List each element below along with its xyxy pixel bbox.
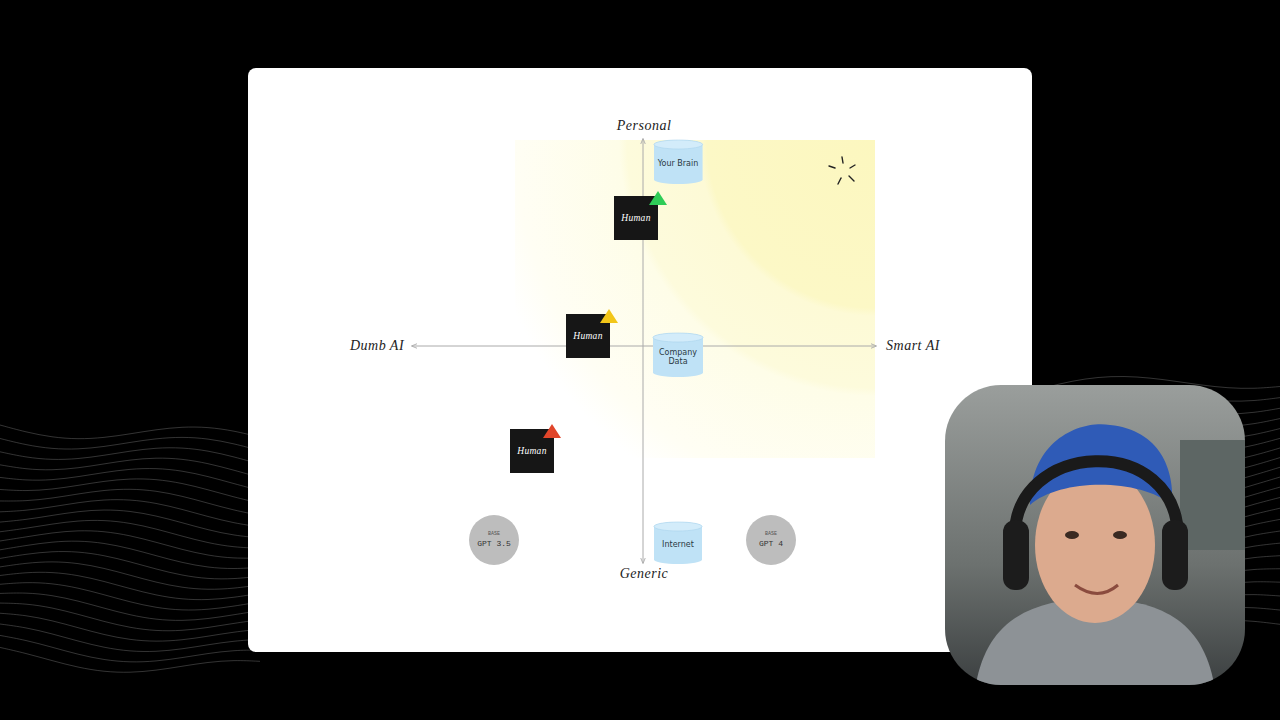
wave-line xyxy=(0,562,260,589)
wave-line xyxy=(0,635,260,661)
model-label: GPT 4 xyxy=(759,539,783,548)
wave-line xyxy=(0,458,260,477)
wave-line xyxy=(0,603,260,631)
database-cylinder: Internet xyxy=(654,522,702,564)
sparkle xyxy=(829,157,855,184)
axis-label: Smart AI xyxy=(886,338,940,354)
horizontal-axis xyxy=(412,346,876,347)
model-circle: BASEGPT 4 xyxy=(746,515,796,565)
eye xyxy=(1065,531,1079,539)
cylinder-body xyxy=(654,522,702,564)
cylinder-top xyxy=(654,140,703,149)
node-label: Human xyxy=(621,213,650,224)
status-triangle xyxy=(600,309,618,323)
human-fill xyxy=(614,196,658,240)
wave-line xyxy=(0,500,260,527)
mouth xyxy=(1075,585,1118,593)
wave-line xyxy=(0,541,260,568)
axis-label: Dumb AI xyxy=(350,338,404,354)
human-box: Human xyxy=(566,314,610,358)
headphone-cup xyxy=(1003,520,1029,590)
wave-line xyxy=(0,572,260,599)
wave-line xyxy=(0,647,260,672)
headphone-band xyxy=(1015,461,1178,540)
node-label: Company Data xyxy=(656,348,700,366)
webcam-shelf xyxy=(1180,440,1245,550)
highlight-glow xyxy=(515,140,875,458)
eye xyxy=(1113,531,1127,539)
node-label: Your Brain xyxy=(658,159,699,168)
model-label: BASE xyxy=(488,532,500,538)
wave-line xyxy=(0,469,260,491)
database-cylinder: Your Brain xyxy=(654,140,703,184)
wave-line xyxy=(0,531,260,558)
human-box: Human xyxy=(614,196,658,240)
database-cylinder: Company Data xyxy=(653,333,703,377)
webcam-overlay xyxy=(945,385,1245,685)
human-fill xyxy=(566,314,610,358)
circle-fill xyxy=(746,515,796,565)
headphone-cup xyxy=(1162,520,1188,590)
wave-line xyxy=(0,613,260,641)
slide-card xyxy=(248,68,1032,652)
wave-line xyxy=(0,448,260,464)
wave-line xyxy=(0,624,260,652)
model-label: BASE xyxy=(765,532,777,538)
node-label: Human xyxy=(517,446,546,457)
circle-fill xyxy=(469,515,519,565)
wave-line xyxy=(0,437,260,450)
cylinder-top xyxy=(654,522,702,531)
wave-line xyxy=(0,593,260,620)
axis-label: Personal xyxy=(617,118,672,134)
status-triangle xyxy=(649,191,667,205)
model-label: GPT 3.5 xyxy=(477,539,511,548)
human-box: Human xyxy=(510,429,554,473)
wave-line xyxy=(0,425,260,439)
axis-label: Generic xyxy=(620,566,669,582)
human-fill xyxy=(510,429,554,473)
node-label: Internet xyxy=(662,540,694,549)
status-triangle xyxy=(543,424,561,438)
cylinder-top xyxy=(653,333,703,342)
model-circle: BASEGPT 3.5 xyxy=(469,515,519,565)
node-label: Human xyxy=(573,331,602,342)
cylinder-body xyxy=(653,333,703,377)
wave-line xyxy=(0,510,260,538)
cylinder-body xyxy=(654,140,703,184)
